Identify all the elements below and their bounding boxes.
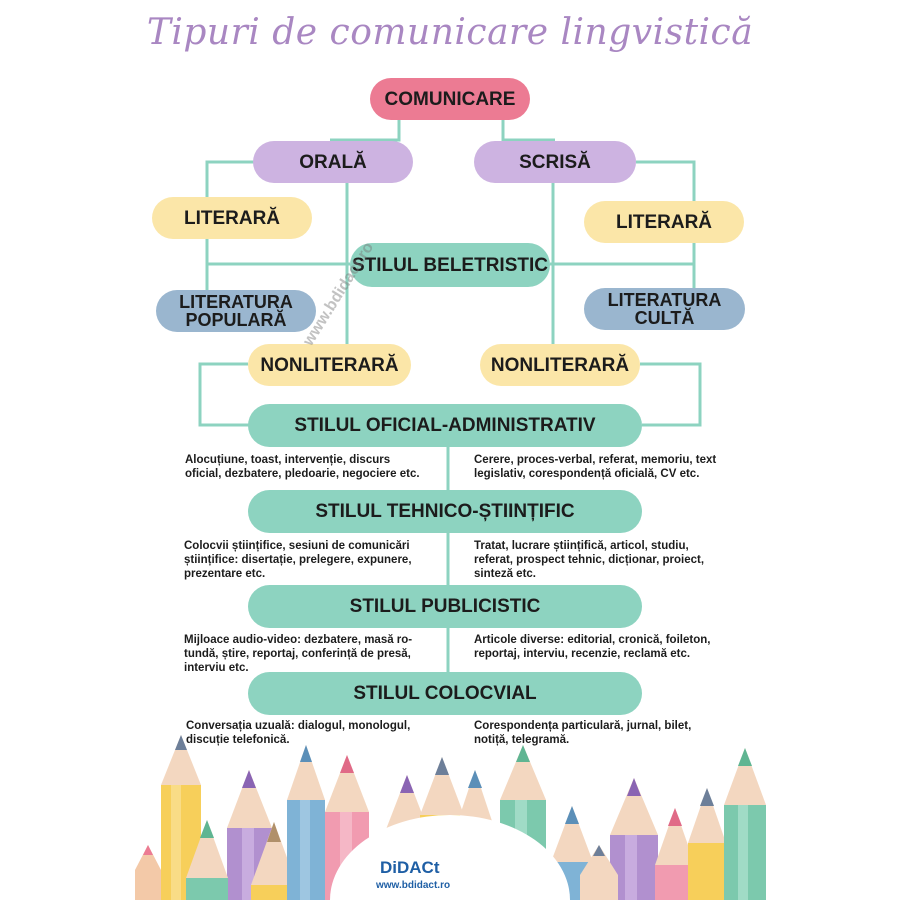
desc-line: reportaj, interviu, recenzie, reclamă et… [474,647,691,660]
literatura-culta-line1: LITERATURA [607,290,722,310]
desc-line: Colocvii științifice, sesiuni de comunic… [184,540,410,552]
desc-line: Mijloace audio-video: dezbatere, masă ro… [184,634,413,646]
poster-title: Tipuri de comunicare lingvistică [146,12,754,53]
desc-line: Alocuțiune, toast, intervenție, discurs [185,454,391,466]
node-orala: ORALĂ [253,141,413,183]
node-stilul-colocvial: STILUL COLOCVIAL [248,672,642,715]
desc-tehnico-right: Tratat, lucrare științifică, articol, st… [474,540,744,581]
logo-badge [330,815,570,900]
desc-line: oficial, dezbatere, pledoarie, negociere… [185,467,420,480]
node-stilul-oficial: STILUL OFICIAL-ADMINISTRATIV [248,404,642,447]
desc-line: Cerere, proces-verbal, referat, memoriu,… [474,454,717,466]
node-comunicare: COMUNICARE [370,78,530,120]
node-nonliterara-right: NONLITERARĂ [480,344,640,386]
desc-line: discuție telefonică. [186,733,290,746]
desc-publicistic-right: Articole diverse: editorial, cronică, fo… [474,634,744,662]
node-literatura-culta: LITERATURA CULTĂ [584,288,745,330]
literatura-culta-line2: CULTĂ [634,308,695,328]
desc-line: științifice: disertație, prelegere, expu… [184,553,412,566]
desc-colocvial-right: Corespondența particulară, jurnal, bilet… [474,720,744,748]
desc-line: tundă, știre, reportaj, conferință de pr… [184,647,411,660]
brand-url: www.bdidact.ro [376,880,451,891]
desc-line: prezentare etc. [184,567,266,580]
node-literatura-populara: LITERATURA POPULARĂ [156,290,316,332]
brand-logo: DiDACt [380,858,440,877]
desc-oficial-right: Cerere, proces-verbal, referat, memoriu,… [474,454,744,482]
node-stilul-publicistic: STILUL PUBLICISTIC [248,585,642,628]
desc-line: legislativ, corespondență oficială, CV e… [474,467,700,480]
desc-tehnico-left: Colocvii științifice, sesiuni de comunic… [184,540,444,581]
literatura-populara-line2: POPULARĂ [185,310,287,330]
desc-line: Tratat, lucrare științifică, articol, st… [474,540,689,552]
desc-line: referat, prospect tehnic, dicționar, pro… [474,553,705,566]
desc-publicistic-left: Mijloace audio-video: dezbatere, masă ro… [184,634,444,675]
desc-oficial-left: Alocuțiune, toast, intervenție, discurs … [185,454,445,482]
desc-colocvial-left: Conversația uzuală: dialogul, monologul,… [186,720,446,748]
desc-line: sinteză etc. [474,567,536,580]
node-nonliterara-left: NONLITERARĂ [248,344,411,386]
desc-line: Conversația uzuală: dialogul, monologul, [186,720,411,732]
node-literara-right: LITERARĂ [584,201,744,243]
literatura-populara-line1: LITERATURA [179,292,293,312]
desc-line: Articole diverse: editorial, cronică, fo… [474,634,711,646]
desc-line: Corespondența particulară, jurnal, bilet… [474,720,692,732]
desc-line: interviu etc. [184,661,249,674]
node-stilul-beletristic: STILUL BELETRISTIC [350,243,550,287]
desc-line: notiță, telegramă. [474,733,570,746]
node-literara-left: LITERARĂ [152,197,312,239]
node-stilul-tehnico: STILUL TEHNICO-ȘTIINȚIFIC [248,490,642,533]
node-scrisa: SCRISĂ [474,141,636,183]
